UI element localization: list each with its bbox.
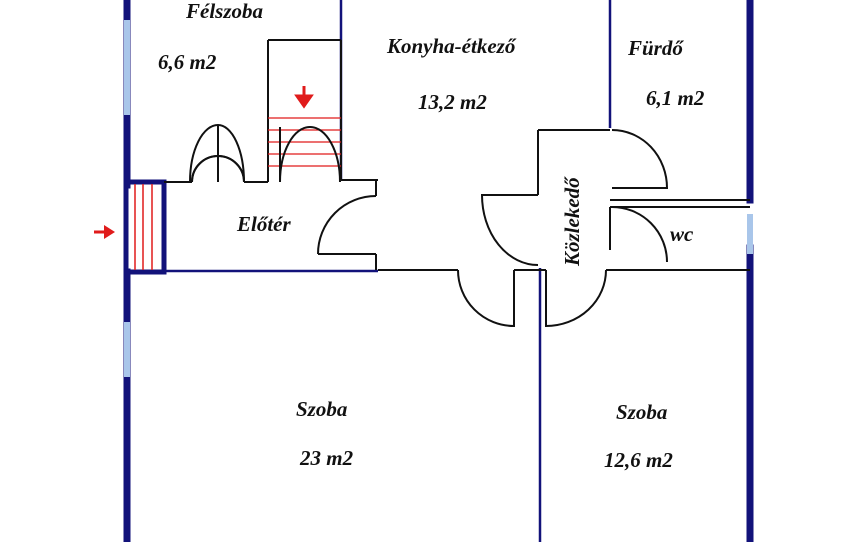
room-area-felszoba: 6,6 m2 (158, 50, 217, 74)
room-name-szoba-small: Szoba (616, 400, 668, 424)
room-area-furdo: 6,1 m2 (646, 86, 705, 110)
window-right-wc (747, 214, 753, 254)
interior-lines (164, 129, 750, 271)
door-felszoba-swing-a (189, 124, 219, 183)
room-name-eloter: Előtér (237, 212, 291, 236)
room-name-kozlekedo: Közlekedő (560, 177, 584, 266)
doors (189, 124, 669, 328)
door-stair-swing (279, 125, 341, 183)
door-wc-swing (611, 206, 668, 263)
door-kozlekedo-left-swing (480, 194, 539, 266)
staircase (267, 39, 342, 182)
windows (124, 20, 753, 377)
door-szoba-small-swing (545, 269, 607, 328)
entrance-arrow-icon (94, 225, 115, 239)
room-name-konyha: Konyha-étkező (387, 34, 516, 58)
entrance-step-frame (123, 179, 167, 275)
room-area-szoba-big: 23 m2 (300, 446, 354, 470)
window-left-bottom (124, 322, 130, 377)
door-eloter-swing (317, 195, 377, 255)
entrance-steps (123, 179, 167, 275)
window-left-top (124, 20, 130, 115)
door-felszoba-swing-b (217, 124, 245, 183)
room-name-felszoba: Félszoba (186, 0, 264, 23)
room-area-konyha: 13,2 m2 (418, 90, 487, 114)
room-name-szoba-big: Szoba (296, 397, 348, 421)
door-furdo-swing (611, 129, 669, 189)
room-name-wc: wc (670, 222, 694, 246)
room-name-furdo: Fürdő (628, 36, 683, 60)
door-szoba-big-swing (457, 269, 515, 328)
stair-direction-arrow-icon (294, 86, 314, 109)
room-area-szoba-small: 12,6 m2 (604, 448, 673, 472)
